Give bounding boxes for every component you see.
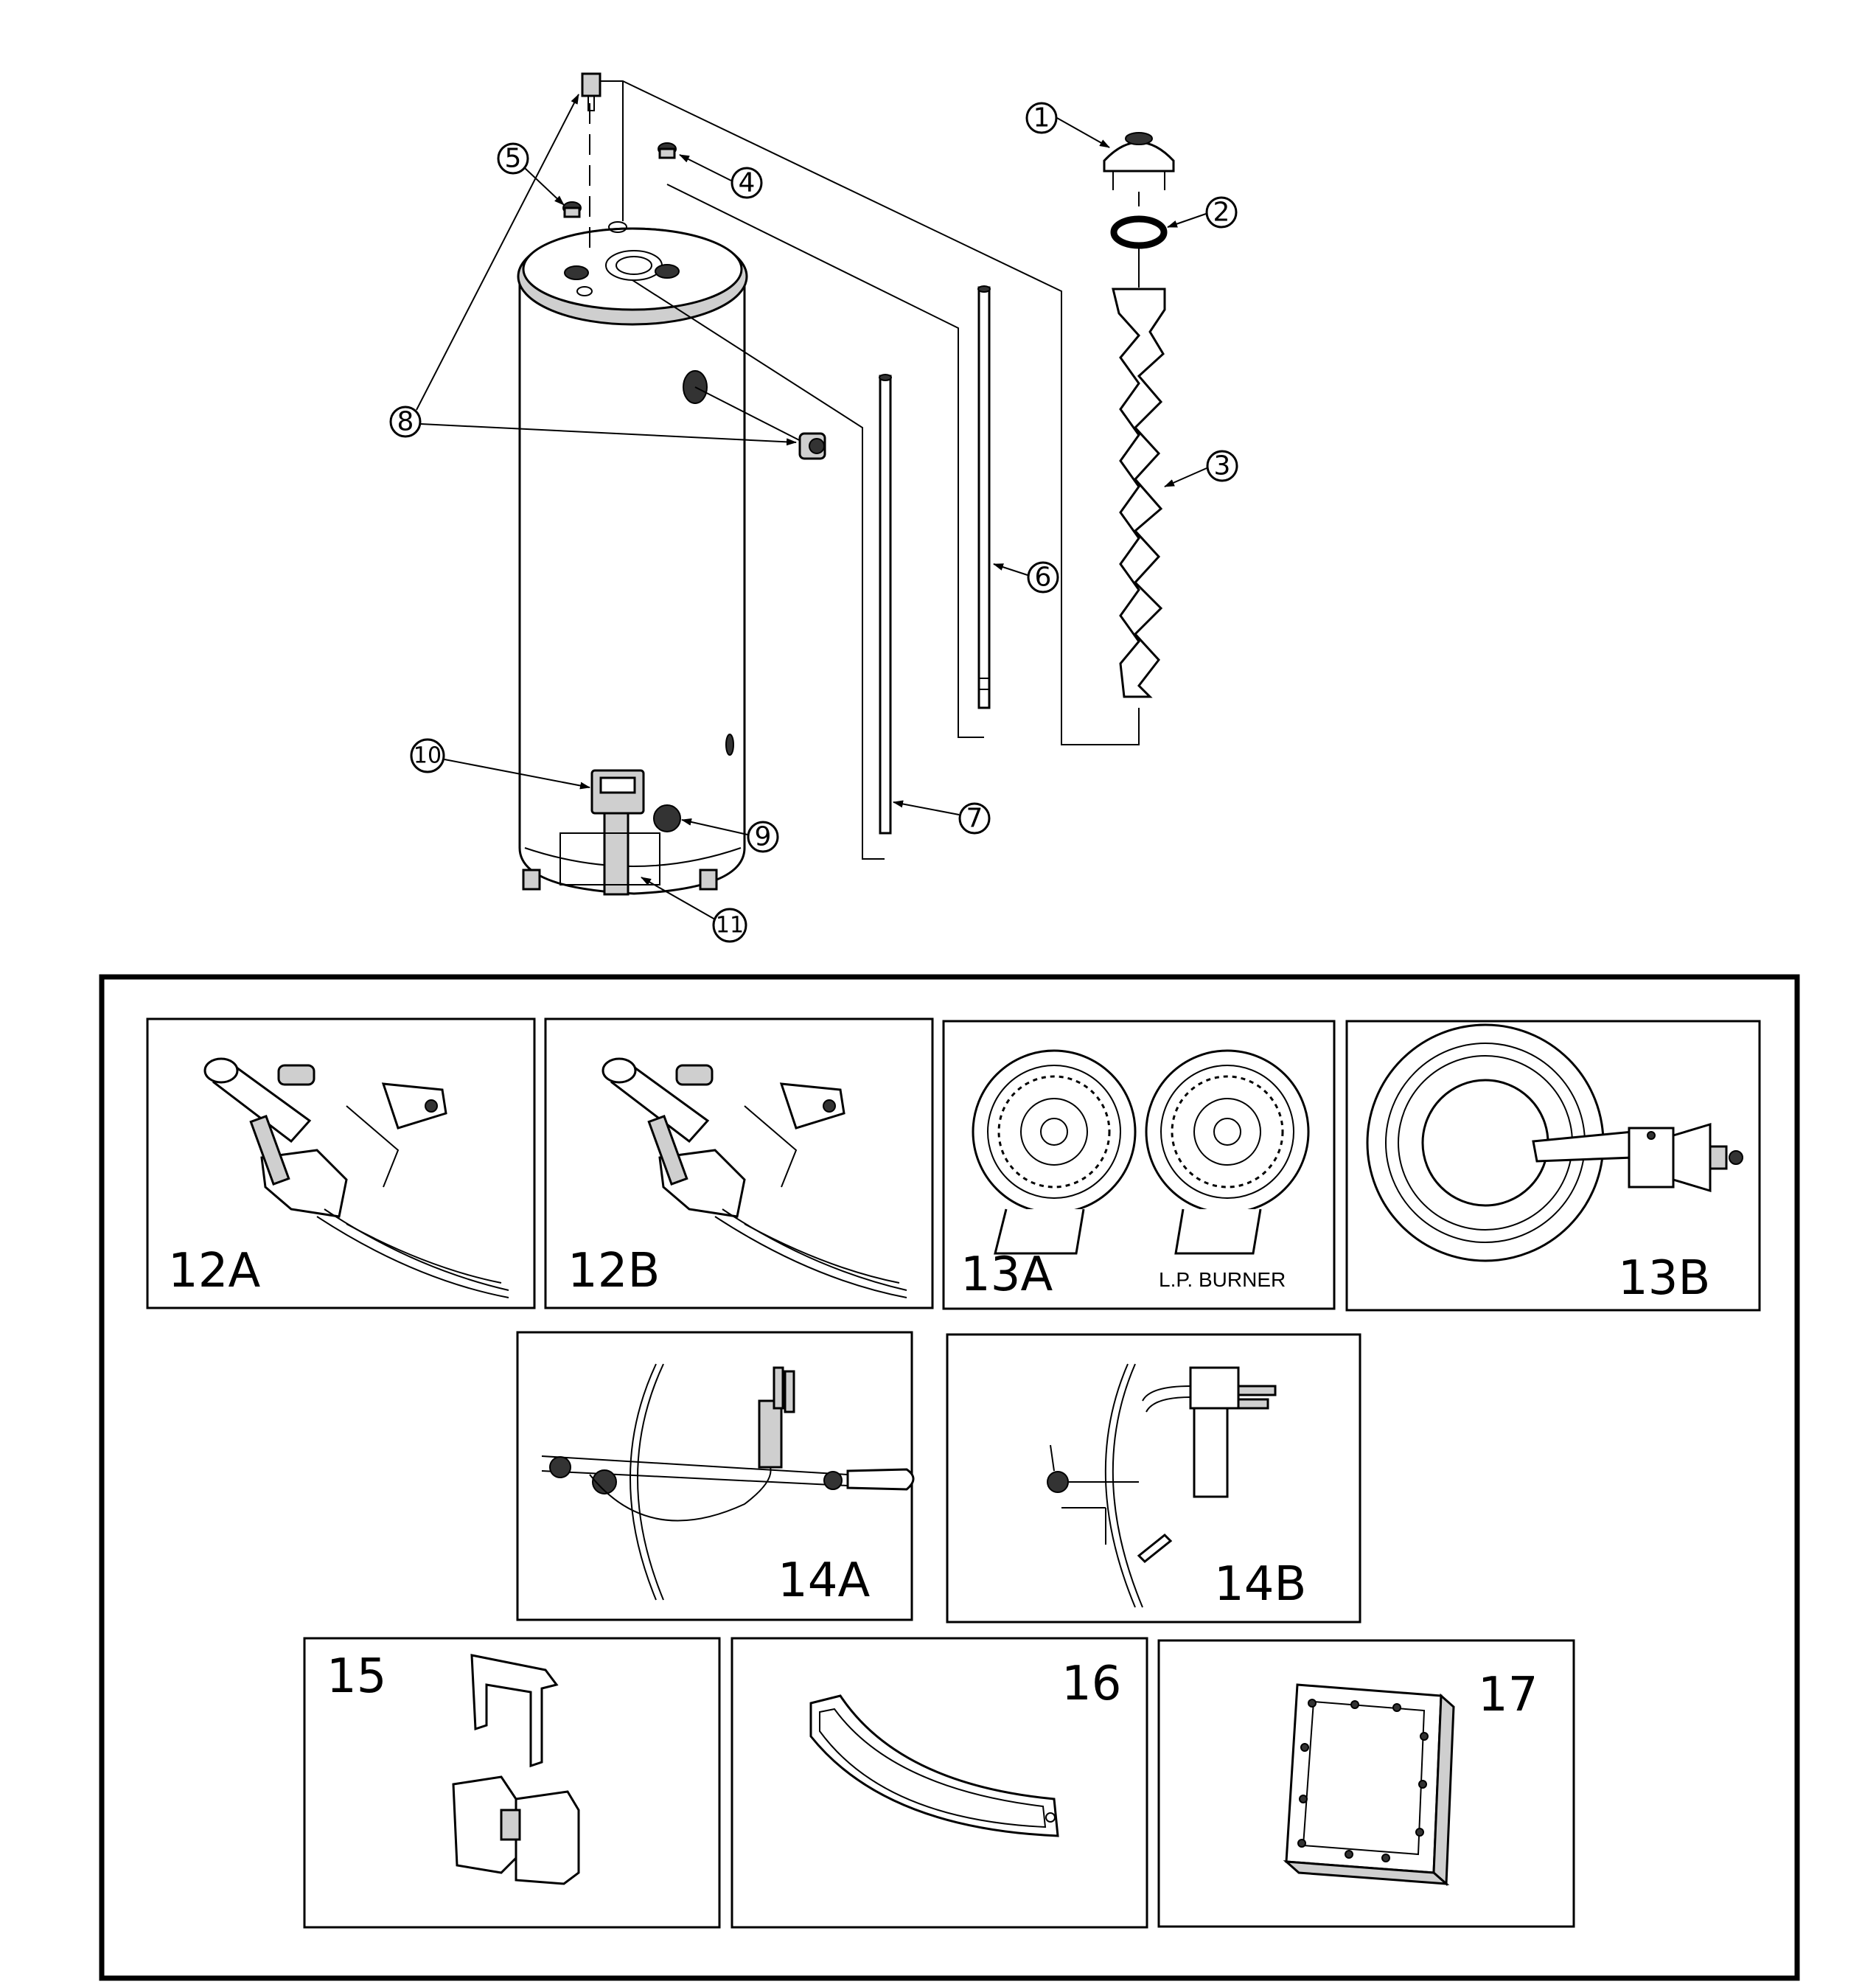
callout-10: 10	[410, 738, 590, 790]
panel-15: 15	[303, 1637, 721, 1929]
svg-text:10: 10	[414, 743, 442, 769]
callout-3: 3	[1164, 450, 1238, 487]
svg-text:2: 2	[1213, 198, 1230, 228]
exploded-view-lines	[589, 80, 1140, 860]
water-heater-tank	[517, 221, 748, 896]
clip-15-illustration	[452, 1654, 580, 1885]
nipple-part-5	[562, 201, 582, 218]
svg-text:14B: 14B	[1214, 1557, 1306, 1612]
svg-text:12B: 12B	[568, 1244, 660, 1298]
callout-6: 6	[993, 561, 1059, 594]
panel-13a: 13A L.P. BURNER	[942, 1020, 1336, 1310]
relief-valve-part	[581, 72, 601, 111]
callout-8: 8	[389, 94, 797, 446]
svg-text:16: 16	[1061, 1657, 1121, 1711]
panel-17: 17	[1157, 1639, 1575, 1928]
anode-rod-part-7	[879, 374, 892, 835]
flue-baffle-part-3	[1112, 288, 1166, 698]
svg-text:15: 15	[327, 1649, 386, 1704]
panel-12b: 12B	[544, 1017, 934, 1309]
svg-text:L.P. BURNER: L.P. BURNER	[1159, 1268, 1286, 1291]
svg-text:4: 4	[739, 168, 756, 198]
gasket-17-illustration	[1283, 1683, 1455, 1887]
gasket-part-2	[1110, 215, 1168, 249]
svg-text:13A: 13A	[960, 1247, 1053, 1302]
svg-text:17: 17	[1478, 1668, 1538, 1722]
callout-2: 2	[1167, 196, 1238, 229]
svg-text:3: 3	[1214, 451, 1231, 481]
svg-text:13B: 13B	[1618, 1251, 1710, 1306]
manifold-14a-illustration	[541, 1363, 915, 1601]
burner-13b-illustration	[1366, 1023, 1743, 1262]
panel-14a: 14A	[516, 1331, 915, 1621]
panel-16: 16	[730, 1637, 1148, 1929]
anode-rod-part-6	[977, 285, 991, 709]
svg-text:6: 6	[1035, 563, 1052, 593]
callout-11: 11	[641, 877, 747, 943]
callout-1: 1	[1025, 102, 1110, 148]
svg-text:11: 11	[716, 913, 744, 939]
svg-text:1: 1	[1033, 103, 1050, 133]
svg-text:7: 7	[966, 804, 983, 834]
svg-text:12A: 12A	[168, 1244, 260, 1298]
manifold-14b-illustration	[1047, 1363, 1277, 1608]
pilot-assembly-12b-illustration	[601, 1057, 907, 1298]
callout-7: 7	[893, 800, 991, 835]
window-16-illustration	[809, 1694, 1059, 1837]
parts-frame	[99, 974, 1800, 1981]
panel-14b: 14B	[946, 1333, 1361, 1624]
pilot-assembly-12a-illustration	[203, 1057, 509, 1298]
callout-9: 9	[681, 818, 779, 853]
flue-cap-part-1	[1103, 132, 1175, 190]
panel-12a: 12A	[146, 1017, 536, 1309]
callout-4: 4	[679, 154, 763, 199]
callout-5: 5	[497, 142, 565, 206]
burner-13a-illustration	[972, 1049, 1310, 1255]
svg-text:14A: 14A	[778, 1553, 870, 1608]
drain-valve-part-8	[798, 432, 826, 460]
svg-text:9: 9	[755, 822, 772, 852]
svg-text:8: 8	[397, 407, 414, 437]
nipple-part-4	[658, 142, 677, 159]
svg-text:5: 5	[505, 144, 522, 174]
panel-13b: 13B	[1345, 1020, 1761, 1312]
